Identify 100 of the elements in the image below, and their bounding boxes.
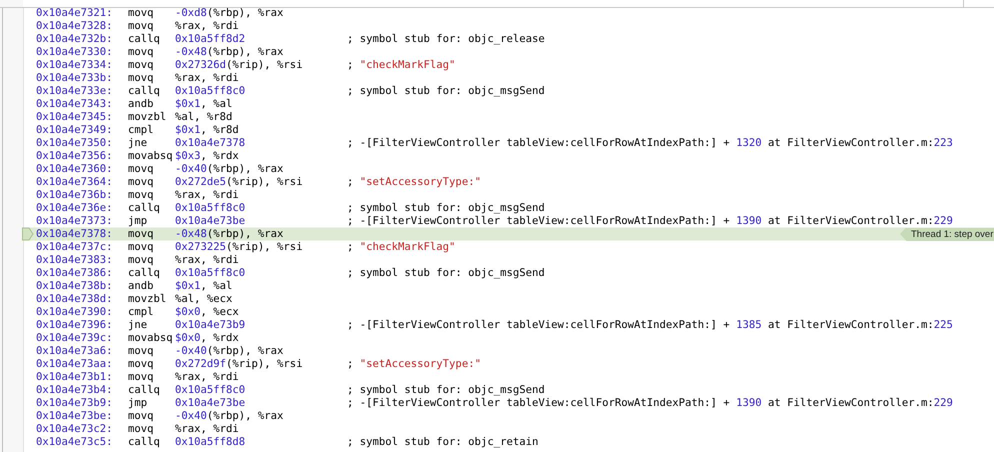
memory-address: 0x10a4e7334: — [36, 58, 113, 72]
instruction-mnemonic: callq — [128, 384, 160, 396]
instruction-operands: -0x48(%rbp), %rax — [175, 228, 284, 240]
instruction-operands: 0x272d9f(%rip), %rsi — [175, 358, 303, 370]
code-comment: ; symbol stub for: objc_msgSend — [347, 266, 545, 280]
instruction-mnemonic: callq — [128, 32, 160, 46]
code-comment: ; symbol stub for: objc_release — [347, 32, 545, 46]
memory-address: 0x10a4e73a6: — [36, 344, 113, 358]
instruction-operands: $0x1, %r8d — [175, 124, 239, 136]
instruction-operands: 0x272de5(%rip), %rsi — [175, 176, 303, 188]
instruction-operands: $0x0, %ecx — [175, 306, 239, 318]
memory-address: 0x10a4e73b9: — [36, 396, 113, 410]
memory-address: 0x10a4e73b4: — [36, 384, 113, 396]
memory-address: 0x10a4e7378: — [36, 228, 113, 240]
instruction-mnemonic: movq — [128, 358, 154, 370]
instruction-mnemonic: callq — [128, 436, 160, 448]
instruction-mnemonic: movq — [128, 46, 154, 58]
memory-address: 0x10a4e73c5: — [36, 436, 113, 448]
code-comment: ; "checkMarkFlag" — [347, 58, 456, 72]
instruction-mnemonic: movzbl — [128, 110, 166, 124]
instruction-mnemonic: movq — [128, 240, 154, 254]
instruction-operands: %al, %ecx — [175, 292, 232, 306]
instruction-mnemonic: movq — [128, 228, 154, 240]
instruction-mnemonic: andb — [128, 98, 154, 110]
memory-address: 0x10a4e7360: — [36, 162, 113, 176]
memory-address: 0x10a4e7330: — [36, 46, 113, 58]
instruction-mnemonic: movq — [128, 20, 154, 32]
instruction-operands: -0x40(%rbp), %rax — [175, 344, 284, 358]
instruction-mnemonic: movq — [128, 6, 154, 20]
code-comment: ; symbol stub for: objc_msgSend — [347, 84, 545, 98]
memory-address: 0x10a4e736e: — [36, 202, 113, 214]
memory-address: 0x10a4e73aa: — [36, 358, 113, 370]
code-comment: ; symbol stub for: objc_msgSend — [347, 384, 545, 396]
instruction-mnemonic: movq — [128, 254, 154, 266]
instruction-operands: -0xd8(%rbp), %rax — [175, 6, 284, 20]
code-comment: ; -[FilterViewController tableView:cellForRowAtIndexPath:] + 1385 at FilterViewController.m:225 — [347, 318, 953, 332]
instruction-mnemonic: jne — [128, 318, 148, 332]
instruction-mnemonic: callq — [128, 202, 160, 214]
instruction-operands: -0x40(%rbp), %rax — [175, 162, 284, 176]
memory-address: 0x10a4e736b: — [36, 188, 113, 202]
instruction-operands: 0x273225(%rip), %rsi — [175, 240, 303, 254]
instruction-operands: -0x48(%rbp), %rax — [175, 46, 284, 58]
instruction-operands: 0x10a5ff8c0 — [175, 84, 246, 98]
code-comment: ; -[FilterViewController tableView:cellForRowAtIndexPath:] + 1390 at FilterViewController.m:229 — [347, 214, 953, 228]
memory-address: 0x10a4e7349: — [36, 124, 113, 136]
memory-address: 0x10a4e7345: — [36, 110, 113, 124]
memory-address: 0x10a4e7328: — [36, 20, 113, 32]
instruction-mnemonic: jne — [128, 136, 148, 150]
memory-address: 0x10a4e738b: — [36, 280, 113, 292]
instruction-operands: %rax, %rdi — [175, 254, 239, 266]
memory-address: 0x10a4e737c: — [36, 240, 113, 254]
code-comment: ; -[FilterViewController tableView:cellForRowAtIndexPath:] + 1320 at FilterViewController.m:223 — [347, 136, 953, 150]
memory-address: 0x10a4e7321: — [36, 6, 113, 20]
instruction-mnemonic: movabsq — [128, 150, 173, 162]
instruction-operands: 0x10a4e73be — [175, 396, 246, 410]
instruction-operands: 0x10a4e73b9 — [175, 318, 246, 332]
instruction-mnemonic: movq — [128, 188, 154, 202]
instruction-mnemonic: movzbl — [128, 292, 166, 306]
instruction-operands: %rax, %rdi — [175, 72, 239, 84]
instruction-operands: %al, %r8d — [175, 110, 232, 124]
code-comment: ; symbol stub for: objc_retain — [347, 436, 538, 448]
memory-address: 0x10a4e733e: — [36, 84, 113, 98]
memory-address: 0x10a4e738d: — [36, 292, 113, 306]
instruction-operands: 0x10a5ff8c0 — [175, 202, 246, 214]
instruction-mnemonic: andb — [128, 280, 154, 292]
instruction-operands: %rax, %rdi — [175, 188, 239, 202]
instruction-mnemonic: cmpl — [128, 124, 154, 136]
instruction-operands: $0x3, %rdx — [175, 150, 239, 162]
instruction-operands: %rax, %rdi — [175, 370, 239, 384]
code-comment: ; "setAccessoryType:" — [347, 176, 481, 188]
code-comment: ; symbol stub for: objc_msgSend — [347, 202, 545, 214]
instruction-operands: -0x40(%rbp), %rax — [175, 410, 284, 422]
instruction-operands: 0x10a5ff8c0 — [175, 384, 246, 396]
instruction-mnemonic: movabsq — [128, 332, 173, 344]
instruction-mnemonic: movq — [128, 162, 154, 176]
instruction-mnemonic: movq — [128, 370, 154, 384]
instruction-operands: %rax, %rdi — [175, 422, 239, 436]
instruction-mnemonic: callq — [128, 266, 160, 280]
memory-address: 0x10a4e7373: — [36, 214, 113, 228]
memory-address: 0x10a4e7364: — [36, 176, 113, 188]
memory-address: 0x10a4e7356: — [36, 150, 113, 162]
instruction-mnemonic: movq — [128, 344, 154, 358]
memory-address: 0x10a4e7350: — [36, 136, 113, 150]
instruction-operands: 0x10a4e7378 — [175, 136, 246, 150]
memory-address: 0x10a4e7383: — [36, 254, 113, 266]
instruction-mnemonic: callq — [128, 84, 160, 98]
instruction-operands: $0x1, %al — [175, 98, 232, 110]
instruction-mnemonic: movq — [128, 410, 154, 422]
memory-address: 0x10a4e73b1: — [36, 370, 113, 384]
instruction-operands: $0x0, %rdx — [175, 332, 239, 344]
memory-address: 0x10a4e73be: — [36, 410, 113, 422]
instruction-operands: 0x10a5ff8c0 — [175, 266, 246, 280]
instruction-operands: 0x10a5ff8d8 — [175, 436, 246, 448]
instruction-mnemonic: jmp — [128, 214, 148, 228]
memory-address: 0x10a4e733b: — [36, 72, 113, 84]
instruction-mnemonic: movq — [128, 422, 154, 436]
instruction-mnemonic: movq — [128, 72, 154, 84]
memory-address: 0x10a4e7390: — [36, 306, 113, 318]
memory-address: 0x10a4e73c2: — [36, 422, 113, 436]
memory-address: 0x10a4e739c: — [36, 332, 113, 344]
